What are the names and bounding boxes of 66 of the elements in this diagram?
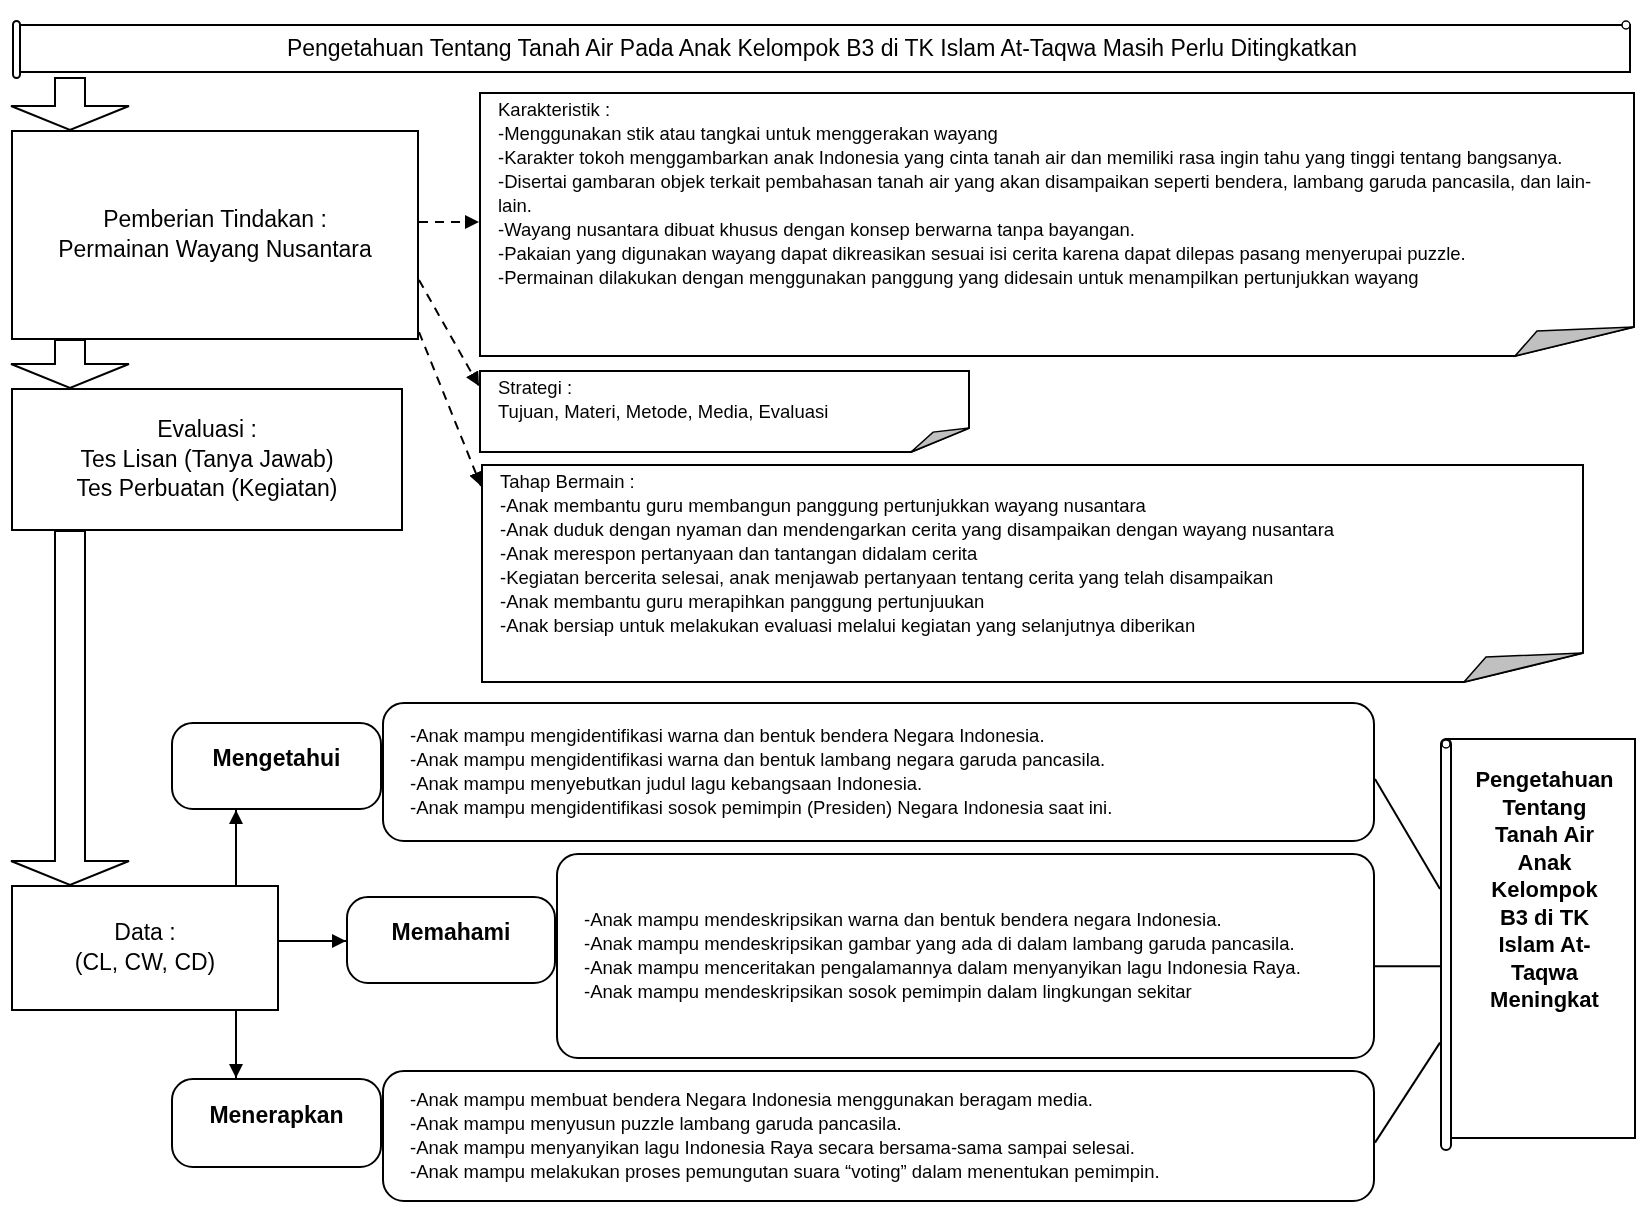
list-item-text: -Anak mampu menceritakan pengalamannya dalam menyanyikan lagu Indonesia Raya. (584, 956, 1301, 980)
note-text: -Anak bersiap untuk melakukan evaluasi melalui kegiatan yang selanjutnya diberikan (500, 614, 1196, 639)
connector-line (1374, 778, 1441, 890)
list-item-text: -Anak mampu mengidentifikasi warna dan bentuk lambang negara garuda pancasila. (410, 747, 1106, 772)
category-box (346, 896, 556, 984)
list-item-text: -Anak mampu mengidentifikasi warna dan bentuk bendera Negara Indonesia. (410, 723, 1045, 748)
rounded-box (382, 1070, 1375, 1202)
connector-line (1374, 965, 1441, 968)
block-arrow (10, 530, 130, 887)
list-item-text: -Anak mampu menyebutkan judul lagu kebangsaan Indonesia. (410, 772, 923, 796)
note-text: -Karakter tokoh menggambarkan anak Indonesia yang cinta tanah air dan memiliki rasa ingin tahu yang tinggi tentang bangsanya. (498, 146, 1563, 171)
process-box (11, 885, 279, 1011)
list-item-text: -Anak mampu menyanyikan lagu Indonesia Raya secara bersama-sama sampai selesai. (410, 1136, 1135, 1160)
list-item-text: -Anak mampu mendeskripsikan sosok pemimpin dalam lingkungan sekitar (584, 980, 1192, 1005)
list-item-text: -Anak mampu mendeskripsikan warna dan bentuk bendera negara Indonesia. (584, 907, 1222, 932)
banner-text: Pengetahuan Tentang Tanah Air Pada Anak Kelompok B3 di TK Islam At-Taqwa Masih Perlu Ditingkatkan (286, 34, 1358, 63)
scroll-banner (12, 19, 1632, 78)
note-card (479, 370, 970, 453)
arrow (418, 279, 480, 387)
list-item-text: -Anak mampu membuat bendera Negara Indonesia menggunakan beragam media. (410, 1087, 1093, 1112)
arrow (278, 934, 347, 948)
note-text: Tahap Bermain : (500, 470, 635, 494)
box-text: Data : (114, 918, 176, 948)
rounded-box (556, 853, 1375, 1059)
note-text: -Anak membantu guru membangun panggung pertunjukkan wayang nusantara (500, 494, 1146, 519)
note-text: -Permainan dilakukan dengan menggunakan panggung yang didesain untuk menampilkan pertunjukkan wayang (498, 266, 1419, 291)
note-text: -Kegiatan bercerita selesai, anak menjawab pertanyaan tentang cerita yang telah disampaikan (500, 566, 1274, 591)
box-text: Permainan Wayang Nusantara (58, 235, 372, 264)
arrow (418, 215, 480, 229)
category-label: Menerapkan (209, 1102, 344, 1130)
note-text: Strategi : (498, 376, 573, 400)
process-box (11, 130, 419, 340)
note-text: -Anak duduk dengan nyaman dan mendengarkan cerita yang disampaikan dengan wayang nusantara (500, 518, 1335, 543)
note-card (479, 92, 1635, 357)
category-box (171, 1078, 382, 1168)
box-text: Pemberian Tindakan : (103, 205, 327, 235)
category-label: Mengetahui (212, 745, 341, 773)
note-card (481, 464, 1584, 683)
note-text: -Pakaian yang digunakan wayang dapat dikreasikan sesuai isi cerita karena dapat dilepas pasang menyerupai puzzle. (498, 242, 1466, 267)
block-arrow (10, 339, 130, 390)
box-text: Tes Perbuatan (Kegiatan) (76, 474, 338, 504)
note-text: Tujuan, Materi, Metode, Media, Evaluasi (498, 400, 829, 425)
process-box (11, 388, 403, 531)
box-text: Tes Lisan (Tanya Jawab) (80, 444, 334, 474)
note-text: Karakteristik : (498, 98, 611, 122)
note-text: -Menggunakan stik atau tangkai untuk menggerakan wayang (498, 122, 998, 147)
box-text: (CL, CW, CD) (74, 948, 216, 977)
arrow (229, 809, 243, 886)
arrow (418, 331, 483, 487)
list-item-text: -Anak mampu mengidentifikasi sosok pemimpin (Presiden) Negara Indonesia saat ini. (410, 796, 1113, 821)
note-text: -Disertai gambaran objek terkait pembahasan tanah air yang akan disampaikan seperti bendera, lambang garuda pancasila, dan lain-lain. (498, 170, 1593, 219)
rounded-box (382, 702, 1375, 842)
list-item-text: -Anak mampu melakukan proses pemungutan suara “voting” dalam menentukan pemimpin. (410, 1160, 1160, 1185)
category-box (171, 722, 382, 810)
banner-text: Pengetahuan Tentang Tanah Air Anak Kelompok B3 di TK Islam At-Taqwa Meningkat (1474, 766, 1615, 1014)
connector-line (1374, 1041, 1441, 1144)
arrow (229, 1010, 243, 1079)
box-text: Evaluasi : (157, 414, 257, 444)
category-label: Memahami (391, 919, 511, 947)
block-arrow (10, 77, 130, 132)
scroll-banner (1440, 736, 1635, 1150)
note-text: -Anak membantu guru merapihkan panggung pertunjuukan (500, 590, 985, 615)
note-text: -Wayang nusantara dibuat khusus dengan konsep berwarna tanpa bayangan. (498, 218, 1135, 243)
list-item-text: -Anak mampu mendeskripsikan gambar yang ada di dalam lambang garuda pancasila. (584, 931, 1295, 956)
note-text: -Anak merespon pertanyaan dan tantangan didalam cerita (500, 542, 978, 567)
list-item-text: -Anak mampu menyusun puzzle lambang garuda pancasila. (410, 1111, 902, 1136)
